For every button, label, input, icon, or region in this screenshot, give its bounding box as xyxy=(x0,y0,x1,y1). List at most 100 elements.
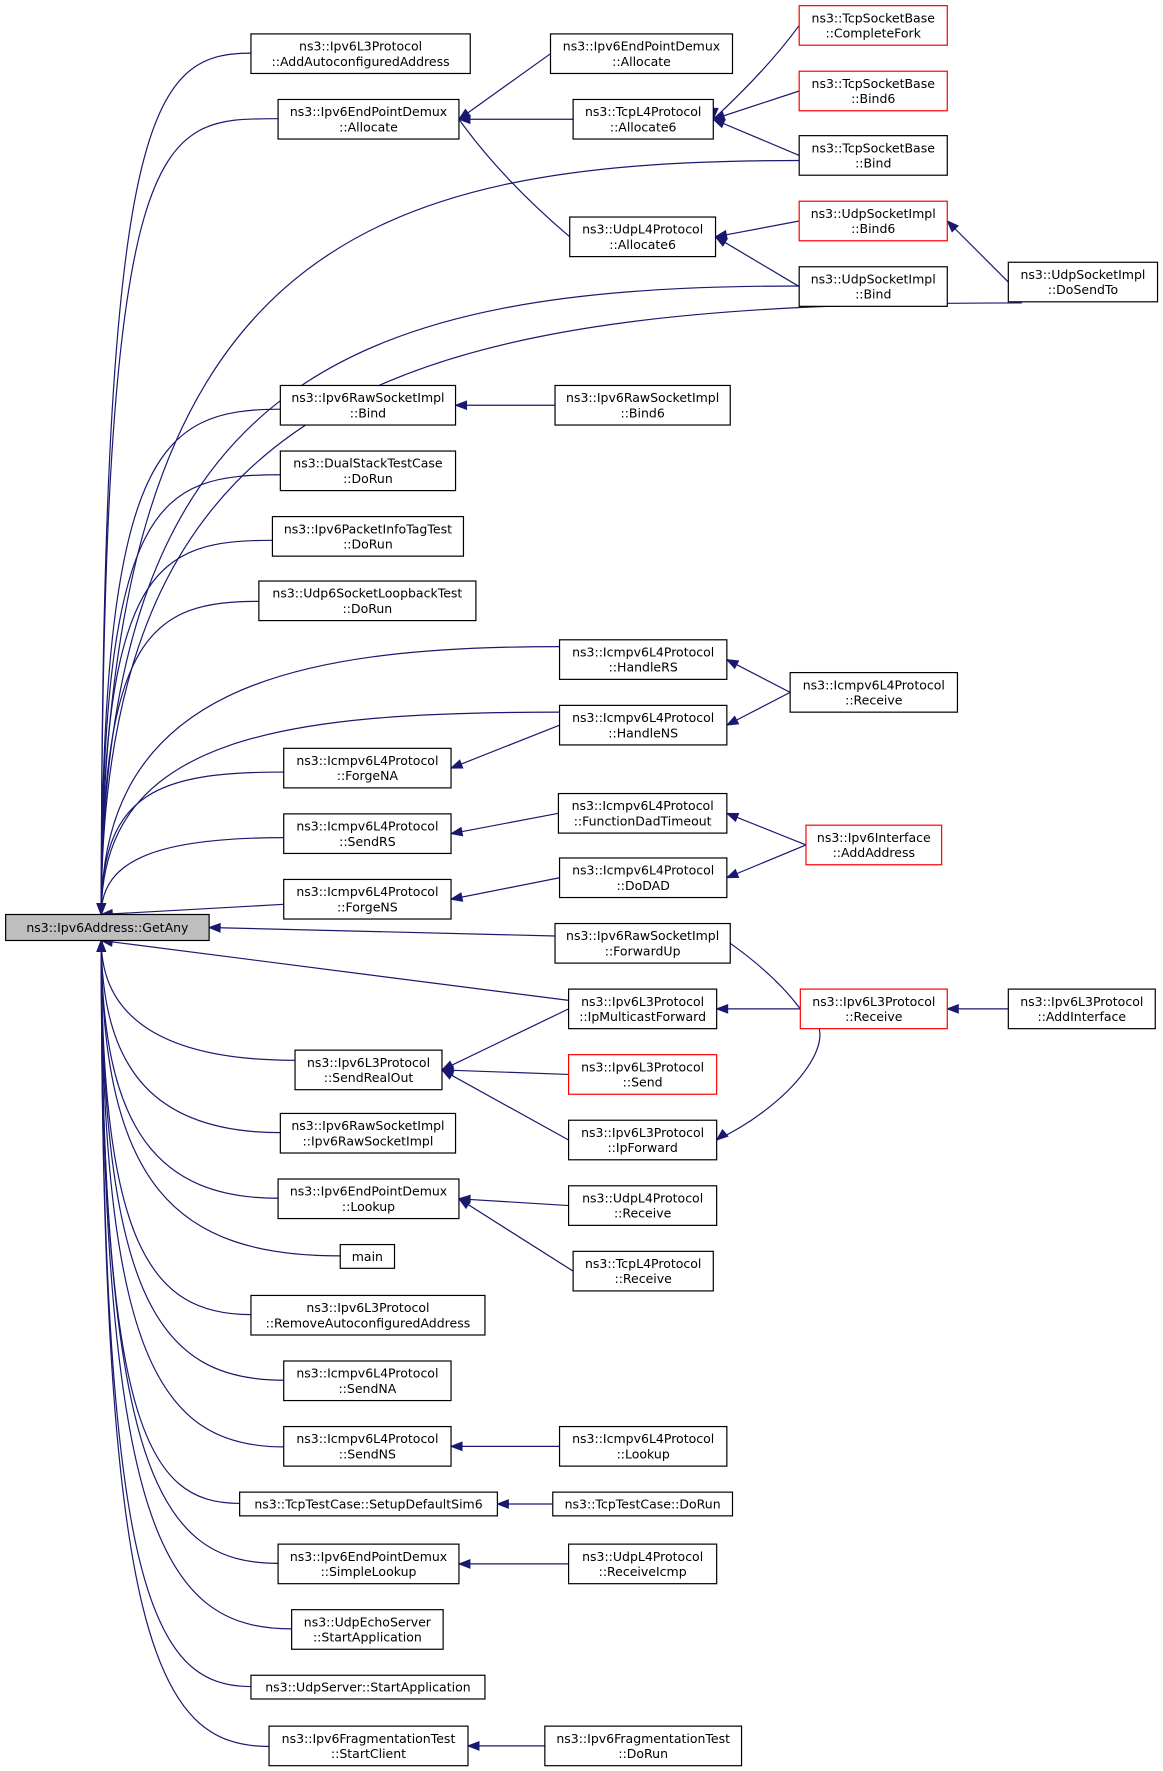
node-l3IpForward[interactable]: ns3::Ipv6L3Protocol::IpForward xyxy=(567,1119,718,1161)
node-usiDoSendTo[interactable]: ns3::UdpSocketImpl::DoSendTo xyxy=(1007,261,1159,303)
edge-rawBind6-to-rawBind-arrowhead xyxy=(454,400,468,411)
node-label: ns3::UdpL4Protocol xyxy=(582,222,703,237)
node-fragStartClient[interactable]: ns3::Ipv6FragmentationTest::StartClient xyxy=(268,1725,469,1767)
node-icmpHandleRS[interactable]: ns3::Icmpv6L4Protocol::HandleRS xyxy=(558,639,728,680)
node-root[interactable]: ns3::Ipv6Address::GetAny xyxy=(5,913,210,942)
node-tsbBind6[interactable]: ns3::TcpSocketBase::Bind6 xyxy=(798,70,948,112)
node-l3RemoveAuto[interactable]: ns3::Ipv6L3Protocol::RemoveAutoconfigure… xyxy=(250,1294,486,1336)
node-label: ::Bind xyxy=(350,405,386,420)
node-box xyxy=(239,1491,498,1517)
node-icmpDoDAD[interactable]: ns3::Icmpv6L4Protocol::DoDAD xyxy=(558,857,728,899)
node-label: ::AddInterface xyxy=(1037,1009,1126,1024)
edge-l3Receive-to-rawForwardUp xyxy=(729,942,801,1010)
node-rawBind6[interactable]: ns3::Ipv6RawSocketImpl::Bind6 xyxy=(554,384,731,426)
edge-echoStart-to-root xyxy=(100,940,292,1630)
node-pktInfo[interactable]: ns3::Ipv6PacketInfoTagTest::DoRun xyxy=(271,515,465,557)
node-fragDoRun[interactable]: ns3::Ipv6FragmentationTest::DoRun xyxy=(544,1725,743,1767)
node-echoStart[interactable]: ns3::UdpEchoServer::StartApplication xyxy=(291,1609,444,1650)
node-epdAllocate2[interactable]: ns3::Ipv6EndPointDemux::Allocate xyxy=(549,33,734,75)
node-tcpAllocate6[interactable]: ns3::TcpL4Protocol::Allocate6 xyxy=(572,98,714,140)
node-label: ns3::Ipv6EndPointDemux xyxy=(290,1549,447,1564)
node-l3SendRealOut[interactable]: ns3::Ipv6L3Protocol::SendRealOut xyxy=(294,1049,443,1091)
edge-icmpForgeNS-to-root xyxy=(101,903,284,916)
node-label: ns3::Ipv6FragmentationTest xyxy=(556,1731,730,1746)
node-icmpHandleNS[interactable]: ns3::Icmpv6L4Protocol::HandleNS xyxy=(558,704,728,746)
edge-epdAllocate-to-root xyxy=(100,118,279,915)
node-l3IpMcast[interactable]: ns3::Ipv6L3Protocol::IpMulticastForward xyxy=(567,988,718,1030)
node-label: ns3::Icmpv6L4Protocol xyxy=(803,677,945,692)
node-icmpLookup[interactable]: ns3::Icmpv6L4Protocol::Lookup xyxy=(558,1425,728,1467)
node-udpReceiveIcmp[interactable]: ns3::UdpL4Protocol::ReceiveIcmp xyxy=(567,1543,718,1585)
node-tcpReceive[interactable]: ns3::TcpL4Protocol::Receive xyxy=(572,1250,714,1292)
edge-tcpReceive-to-epdLookup xyxy=(458,1198,574,1272)
edge-udpReceive-to-epdLookup xyxy=(458,1198,569,1207)
node-ifAddAddress[interactable]: ns3::Ipv6Interface::AddAddress xyxy=(805,824,943,866)
edge-tcpAllocate6-to-epdAllocate-arrowhead xyxy=(457,114,471,125)
edge-usiBind-to-udpAllocate6 xyxy=(715,236,800,288)
node-label: ::FunctionDadTimeout xyxy=(574,813,712,828)
node-label: ::Allocate6 xyxy=(610,119,677,134)
node-label: ::DoRun xyxy=(343,536,393,551)
node-icmpReceive[interactable]: ns3::Icmpv6L4Protocol::Receive xyxy=(789,671,959,713)
edge-tcpReceive-to-epdLookup-arrowhead xyxy=(457,1198,472,1210)
node-icmpSendNA[interactable]: ns3::Icmpv6L4Protocol::SendNA xyxy=(283,1360,452,1402)
node-label: ns3::Ipv6RawSocketImpl xyxy=(566,390,719,405)
edge-l3IpMcast-to-l3SendRealOut xyxy=(441,1008,569,1071)
node-rawBind[interactable]: ns3::Ipv6RawSocketImpl::Bind xyxy=(279,384,457,426)
node-label: ns3::Ipv6EndPointDemux xyxy=(290,1184,447,1199)
node-label: ::Bind6 xyxy=(620,405,664,420)
node-box xyxy=(279,384,457,426)
node-usiBind[interactable]: ns3::UdpSocketImpl::Bind xyxy=(798,266,948,307)
node-udpAllocate6[interactable]: ns3::UdpL4Protocol::Allocate6 xyxy=(569,216,717,258)
edge-rawForwardUp-to-root xyxy=(209,926,556,937)
graph-nodes: ns3::Ipv6Address::GetAnyns3::Ipv6L3Proto… xyxy=(5,5,1159,1767)
node-label: ns3::Icmpv6L4Protocol xyxy=(296,753,438,768)
edge-icmpReceive-to-icmpHandleRS-arrowhead xyxy=(725,658,740,670)
edge-udp6Loop-to-root xyxy=(100,600,259,915)
node-icmpSendRS[interactable]: ns3::Icmpv6L4Protocol::SendRS xyxy=(283,813,452,855)
node-box xyxy=(805,824,943,866)
node-box xyxy=(250,33,471,75)
node-box xyxy=(557,792,728,834)
node-udpServerStart[interactable]: ns3::UdpServer::StartApplication xyxy=(250,1674,486,1700)
node-box xyxy=(567,1543,718,1585)
node-label: ns3::Ipv6L3Protocol xyxy=(581,994,704,1009)
node-udpReceive[interactable]: ns3::UdpL4Protocol::Receive xyxy=(567,1185,718,1226)
node-epdLookup[interactable]: ns3::Ipv6EndPointDemux::Lookup xyxy=(277,1178,460,1220)
node-label: ::DoDAD xyxy=(617,878,670,893)
node-tcpTcDoRun[interactable]: ns3::TcpTestCase::DoRun xyxy=(552,1491,734,1517)
node-l3AddInterface[interactable]: ns3::Ipv6L3Protocol::AddInterface xyxy=(1007,988,1156,1030)
node-label: ::Send xyxy=(623,1075,663,1090)
edge-icmpReceive-to-icmpHandleNS xyxy=(726,691,791,726)
node-icmpForgeNS[interactable]: ns3::Icmpv6L4Protocol::ForgeNS xyxy=(283,878,452,920)
edge-l3IpForward-to-l3SendRealOut-arrowhead xyxy=(440,1069,455,1080)
node-box xyxy=(567,1119,718,1161)
node-icmpSendNS[interactable]: ns3::Icmpv6L4Protocol::SendNS xyxy=(283,1425,452,1467)
node-tsbCompleteFork[interactable]: ns3::TcpSocketBase::CompleteFork xyxy=(798,5,948,46)
node-l3Send[interactable]: ns3::Ipv6L3Protocol::Send xyxy=(567,1054,718,1095)
node-usiBind6[interactable]: ns3::UdpSocketImpl::Bind6 xyxy=(798,200,948,242)
node-label: ::SendNS xyxy=(339,1446,396,1461)
node-rawForwardUp[interactable]: ns3::Ipv6RawSocketImpl::ForwardUp xyxy=(554,922,731,964)
node-box xyxy=(258,580,477,622)
node-icmpForgeNA[interactable]: ns3::Icmpv6L4Protocol::ForgeNA xyxy=(283,747,452,789)
node-tcpSetupSim6[interactable]: ns3::TcpTestCase::SetupDefaultSim6 xyxy=(239,1491,498,1517)
node-tsbBind[interactable]: ns3::TcpSocketBase::Bind xyxy=(798,135,948,176)
node-dualStack[interactable]: ns3::DualStackTestCase::DoRun xyxy=(279,450,457,492)
node-label: ::DoRun xyxy=(618,1746,668,1761)
node-main[interactable]: main xyxy=(339,1243,396,1269)
node-epdSimpleLookup[interactable]: ns3::Ipv6EndPointDemux::SimpleLookup xyxy=(277,1543,460,1585)
edge-icmpFuncDad-to-icmpSendRS-arrowhead xyxy=(449,826,464,837)
node-box xyxy=(291,1609,444,1650)
node-label: ::Lookup xyxy=(342,1199,395,1214)
node-icmpFuncDad[interactable]: ns3::Icmpv6L4Protocol::FunctionDadTimeou… xyxy=(557,792,728,834)
node-l3AddAuto[interactable]: ns3::Ipv6L3Protocol::AddAutoconfiguredAd… xyxy=(250,33,471,75)
node-epdAllocate[interactable]: ns3::Ipv6EndPointDemux::Allocate xyxy=(277,98,460,140)
edge-usiBind6-to-udpAllocate6 xyxy=(715,220,800,238)
node-label: ns3::Ipv6EndPointDemux xyxy=(290,104,447,119)
node-udp6Loop[interactable]: ns3::Udp6SocketLoopbackTest::DoRun xyxy=(258,580,477,622)
node-rawCtor[interactable]: ns3::Ipv6RawSocketImpl::Ipv6RawSocketImp… xyxy=(279,1112,457,1154)
node-label: ns3::Ipv6L3Protocol xyxy=(306,1300,429,1315)
edge-rawCtor-to-root xyxy=(100,940,281,1134)
node-l3Receive[interactable]: ns3::Ipv6L3Protocol::Receive xyxy=(799,988,948,1030)
